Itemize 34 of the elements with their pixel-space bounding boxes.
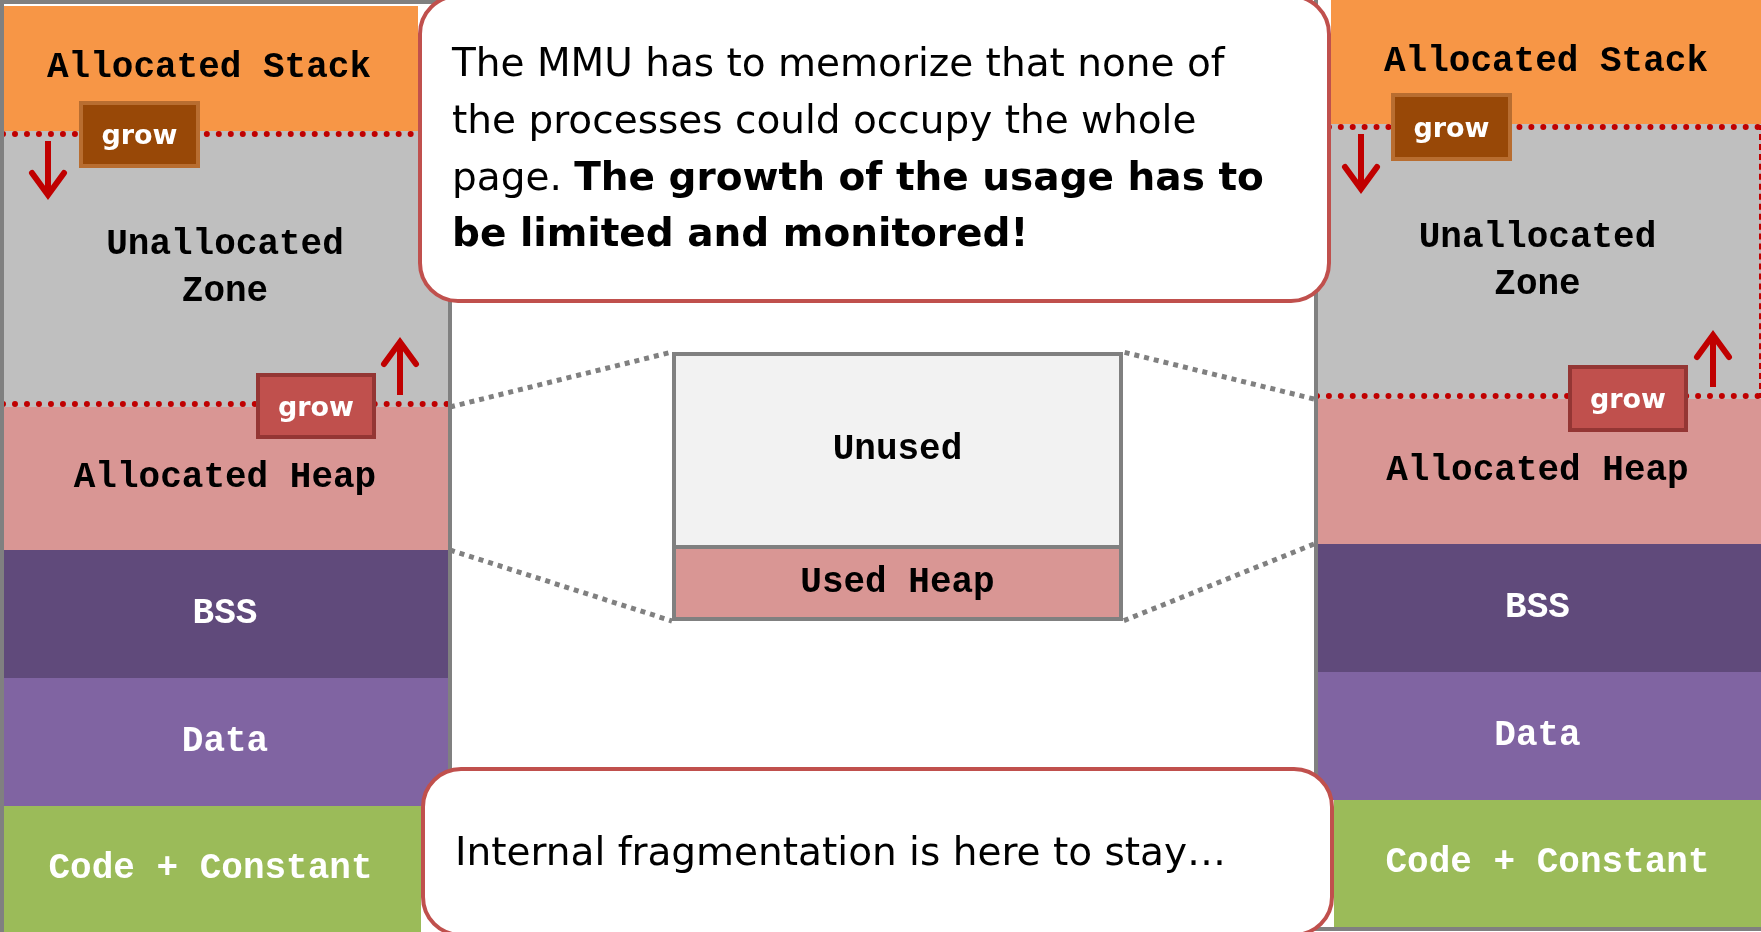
callout-box <box>421 767 1334 932</box>
zoom-guide-line <box>1122 541 1315 624</box>
memory-segment <box>676 356 1119 545</box>
segment-label: grow <box>1413 111 1490 143</box>
segment-label: Unused <box>832 428 963 473</box>
grow-label <box>1391 93 1512 161</box>
segment-label: Data <box>1494 713 1581 758</box>
segment-label: Allocated Stack <box>46 46 372 91</box>
grow-label <box>1568 365 1688 432</box>
segment-label: grow <box>1589 383 1667 414</box>
segment-label: Unallocated Zone <box>1417 215 1658 307</box>
memory-segment <box>676 545 1119 617</box>
segment-label: BSS <box>1505 585 1570 630</box>
zoom-guide-line <box>449 547 673 624</box>
memory-segment <box>1331 0 1761 124</box>
grow-label <box>256 373 376 439</box>
segment-label: Allocated Stack <box>1383 39 1709 84</box>
segment-label: Unallocated Zone <box>105 223 345 314</box>
segment-label: grow <box>277 390 355 422</box>
segment-label: BSS <box>192 591 258 636</box>
callout-box <box>418 0 1331 303</box>
segment-label: Allocated Heap <box>73 456 377 501</box>
callout-text: The MMU has to memorize that none of the processes could occupy the whole page. The growth of the usage has to be limited and monitored! <box>452 39 1265 258</box>
segment-label: Allocated Heap <box>1386 449 1689 494</box>
callout-text: Internal fragmentation is here to stay… <box>455 827 1227 876</box>
segment-label: Used Heap <box>800 560 995 605</box>
segment-label: grow <box>101 119 178 150</box>
zoom-guide-line <box>1122 349 1315 402</box>
segment-label: Code + Constant <box>1385 841 1710 886</box>
memory-segment <box>1334 800 1761 927</box>
segment-label: Code + Constant <box>48 846 373 891</box>
grow-label <box>79 101 200 168</box>
zoom-box <box>672 352 1123 621</box>
segment-label: Data <box>181 719 269 764</box>
